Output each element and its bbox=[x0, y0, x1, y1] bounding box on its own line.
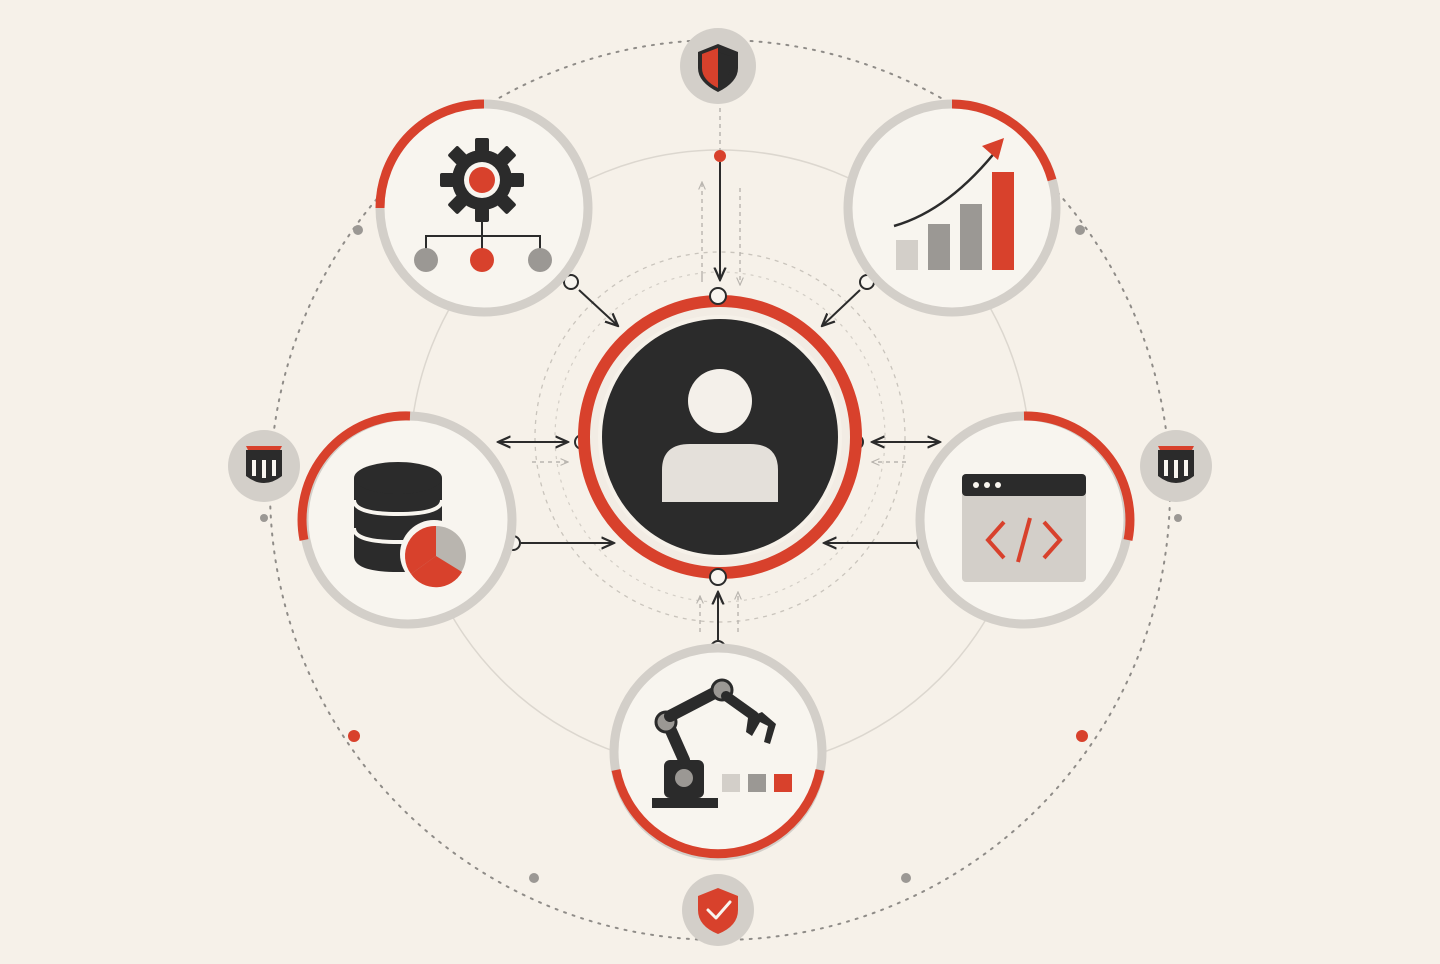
node-robotics[interactable] bbox=[609, 643, 827, 861]
database-pie-icon bbox=[352, 462, 468, 588]
orbit-dots bbox=[260, 225, 1182, 883]
hub-port-bottom bbox=[709, 568, 727, 586]
growth-chart-icon bbox=[893, 138, 1014, 270]
code-window-icon bbox=[962, 474, 1086, 582]
node-development[interactable] bbox=[915, 411, 1135, 629]
orbit-dot bbox=[353, 225, 363, 235]
orbit-dot bbox=[901, 873, 911, 883]
orbit-dot bbox=[1174, 514, 1182, 522]
gear-hierarchy-icon bbox=[414, 138, 552, 272]
orbit-dot bbox=[1075, 225, 1085, 235]
user-profile-icon bbox=[662, 369, 778, 502]
badge-top[interactable] bbox=[680, 28, 756, 104]
orbit-dot-red bbox=[1076, 730, 1088, 742]
orbit-dot bbox=[529, 873, 539, 883]
connector-dot bbox=[714, 150, 726, 162]
robot-arm-icon bbox=[652, 678, 792, 808]
shield-check-icon bbox=[698, 888, 738, 934]
badge-bottom[interactable] bbox=[682, 874, 754, 946]
bank-icon bbox=[1158, 446, 1194, 483]
connector-arrow-automation bbox=[578, 289, 618, 326]
connector-node bbox=[563, 274, 579, 290]
node-analytics[interactable] bbox=[843, 99, 1061, 317]
orbit-dot bbox=[260, 514, 268, 522]
node-automation[interactable] bbox=[375, 99, 593, 317]
orbit-dot-red bbox=[348, 730, 360, 742]
hub-node[interactable] bbox=[578, 287, 862, 586]
connector-arrow-analytics bbox=[822, 289, 861, 326]
badge-right[interactable] bbox=[1140, 430, 1212, 502]
bank-icon bbox=[246, 446, 282, 483]
node-data[interactable] bbox=[297, 411, 517, 629]
badge-left[interactable] bbox=[228, 430, 300, 502]
shield-icon bbox=[698, 44, 738, 92]
hub-port-top bbox=[709, 287, 727, 305]
